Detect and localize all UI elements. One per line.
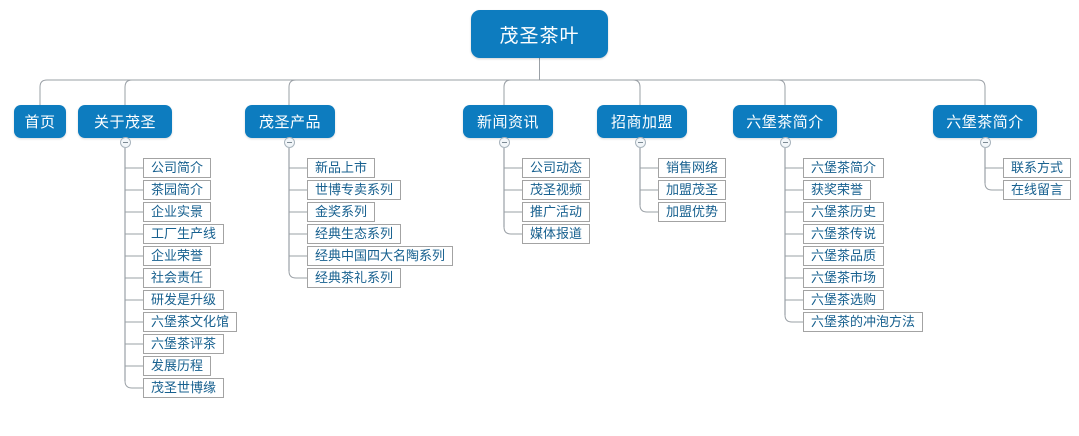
node-join[interactable]: 招商加盟	[597, 105, 687, 138]
minus-circle-icon[interactable]	[498, 136, 510, 148]
leaf-node-label: 金奖系列	[314, 204, 367, 219]
leaf-node-label: 公司动态	[529, 160, 582, 175]
leaf-node[interactable]: 新品上市	[307, 158, 375, 178]
leaf-node[interactable]: 经典茶礼系列	[307, 268, 401, 288]
leaf-node-label: 六堡茶选购	[810, 292, 876, 307]
leaf-node-label: 获奖荣誉	[810, 182, 863, 197]
leaf-node[interactable]: 经典生态系列	[307, 224, 401, 244]
node-label: 六堡茶简介	[946, 114, 1024, 131]
leaf-node-label: 六堡茶历史	[810, 204, 876, 219]
leaf-node[interactable]: 经典中国四大名陶系列	[307, 246, 453, 266]
minus-circle-icon[interactable]	[283, 136, 295, 148]
leaf-node-label: 经典中国四大名陶系列	[314, 248, 445, 263]
leaf-node[interactable]: 六堡茶传说	[803, 224, 884, 244]
leaf-node[interactable]: 茶园简介	[143, 180, 211, 200]
leaf-node[interactable]: 销售网络	[658, 158, 726, 178]
leaf-node[interactable]: 六堡茶评茶	[143, 334, 224, 354]
leaf-node[interactable]: 获奖荣誉	[803, 180, 871, 200]
leaf-node-label: 六堡茶的冲泡方法	[810, 314, 915, 329]
leaf-node-label: 联系方式	[1010, 160, 1063, 175]
leaf-node[interactable]: 发展历程	[143, 356, 211, 376]
root-node[interactable]: 茂圣茶叶	[471, 10, 608, 58]
node-label: 关于茂圣	[93, 114, 156, 131]
node-news[interactable]: 新闻资讯	[463, 105, 553, 138]
node-label: 六堡茶简介	[746, 114, 824, 131]
leaf-node[interactable]: 推广活动	[522, 202, 590, 222]
node-home[interactable]: 首页	[14, 105, 66, 138]
leaf-node-label: 推广活动	[529, 204, 582, 219]
leaf-node-label: 发展历程	[150, 358, 203, 373]
leaf-node-label: 公司简介	[150, 160, 203, 175]
leaf-node-label: 销售网络	[665, 160, 718, 175]
leaf-node-label: 六堡茶文化馆	[150, 314, 229, 329]
minus-circle-icon[interactable]	[979, 136, 991, 148]
leaf-node[interactable]: 茂圣世博缘	[143, 378, 224, 398]
node-about[interactable]: 关于茂圣	[78, 105, 172, 138]
leaf-node-label: 新品上市	[314, 160, 367, 175]
minus-circle-icon[interactable]	[634, 136, 646, 148]
leaf-node-label: 在线留言	[1010, 182, 1063, 197]
leaf-node[interactable]: 公司动态	[522, 158, 590, 178]
leaf-node[interactable]: 六堡茶品质	[803, 246, 884, 266]
node-label: 招商加盟	[610, 114, 673, 131]
leaf-node-label: 社会责任	[150, 270, 203, 285]
leaf-node-label: 六堡茶品质	[810, 248, 876, 263]
leaf-node[interactable]: 茂圣视频	[522, 180, 590, 200]
leaf-node-label: 工厂生产线	[150, 226, 216, 241]
node-label: 新闻资讯	[476, 114, 539, 131]
root-node-label: 茂圣茶叶	[499, 25, 580, 47]
node-liubao[interactable]: 六堡茶简介	[733, 105, 837, 138]
leaf-node[interactable]: 六堡茶历史	[803, 202, 884, 222]
leaf-node-label: 加盟优势	[665, 204, 718, 219]
leaf-node[interactable]: 企业实景	[143, 202, 211, 222]
leaf-node-label: 媒体报道	[529, 226, 582, 241]
leaf-node[interactable]: 联系方式	[1003, 158, 1071, 178]
leaf-node[interactable]: 研发是升级	[143, 290, 224, 310]
leaf-node[interactable]: 社会责任	[143, 268, 211, 288]
leaf-node[interactable]: 企业荣誉	[143, 246, 211, 266]
leaf-node-label: 世博专卖系列	[314, 182, 393, 197]
leaf-node-label: 企业实景	[150, 204, 203, 219]
leaf-node-label: 茂圣世博缘	[150, 380, 216, 395]
leaf-node[interactable]: 工厂生产线	[143, 224, 224, 244]
leaf-node[interactable]: 六堡茶文化馆	[143, 312, 237, 332]
leaf-node[interactable]: 六堡茶市场	[803, 268, 884, 288]
leaf-node[interactable]: 六堡茶简介	[803, 158, 884, 178]
leaf-node-label: 六堡茶评茶	[150, 336, 216, 351]
leaf-node[interactable]: 世博专卖系列	[307, 180, 401, 200]
leaf-node[interactable]: 加盟茂圣	[658, 180, 726, 200]
leaf-node[interactable]: 在线留言	[1003, 180, 1071, 200]
leaf-node-label: 企业荣誉	[150, 248, 203, 263]
leaf-node-label: 加盟茂圣	[665, 182, 718, 197]
leaf-node-label: 六堡茶传说	[810, 226, 876, 241]
minus-circle-icon[interactable]	[119, 136, 131, 148]
leaf-node[interactable]: 金奖系列	[307, 202, 375, 222]
leaf-node[interactable]: 六堡茶的冲泡方法	[803, 312, 923, 332]
leaf-node-label: 经典茶礼系列	[314, 270, 393, 285]
leaf-node-label: 六堡茶简介	[810, 160, 876, 175]
leaf-node[interactable]: 公司简介	[143, 158, 211, 178]
node-contact[interactable]: 六堡茶简介	[933, 105, 1037, 138]
node-products[interactable]: 茂圣产品	[245, 105, 335, 138]
leaf-node[interactable]: 加盟优势	[658, 202, 726, 222]
leaf-node-label: 经典生态系列	[314, 226, 393, 241]
minus-circle-icon[interactable]	[779, 136, 791, 148]
node-label: 首页	[24, 114, 56, 131]
leaf-node-label: 茂圣视频	[529, 182, 582, 197]
leaf-node-label: 研发是升级	[150, 292, 216, 307]
leaf-node-label: 茶园简介	[150, 182, 203, 197]
leaf-node[interactable]: 六堡茶选购	[803, 290, 884, 310]
node-label: 茂圣产品	[258, 114, 321, 131]
leaf-node[interactable]: 媒体报道	[522, 224, 590, 244]
leaf-node-label: 六堡茶市场	[810, 270, 876, 285]
